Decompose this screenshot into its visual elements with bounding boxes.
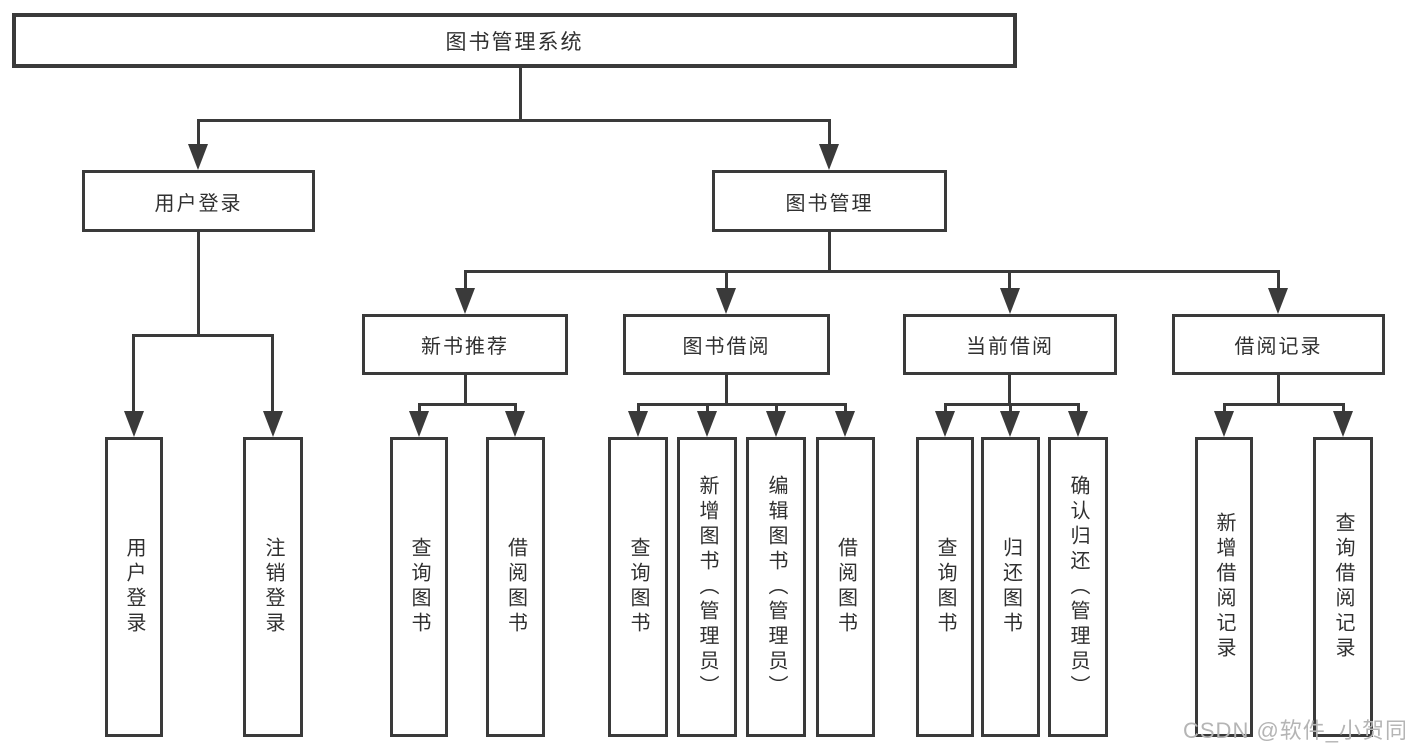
arrow-down-icon	[1000, 411, 1020, 437]
node-new-book-recommend: 新书推荐	[362, 314, 568, 375]
node-label: 图书管理	[785, 192, 874, 215]
node-label: 图书借阅	[682, 336, 771, 358]
leaf-add-borrow-record: 新增借阅记录	[1195, 437, 1253, 737]
leaf-user-login: 用户登录	[105, 437, 163, 737]
arrow-down-icon	[1333, 411, 1353, 437]
arrow-down-icon	[935, 411, 955, 437]
node-current-borrowing: 当前借阅	[903, 314, 1117, 375]
leaf-add-books-admin: 新增图书（管理员）	[677, 437, 737, 737]
arrow-down-icon	[697, 411, 717, 437]
connector-line	[1008, 270, 1011, 292]
connector-line	[271, 334, 274, 420]
arrow-down-icon	[835, 411, 855, 437]
node-label: 借阅记录	[1234, 336, 1323, 358]
leaf-return-books: 归还图书	[981, 437, 1040, 737]
node-label: 确认归还（管理员）	[1067, 474, 1089, 700]
arrow-down-icon	[819, 144, 839, 170]
node-library-system: 图书管理系统	[12, 13, 1017, 68]
arrow-down-icon	[1268, 288, 1288, 314]
connector-line	[775, 403, 778, 415]
csdn-watermark: CSDN @软件_小贺同学	[1183, 718, 1405, 743]
node-label: 编辑图书（管理员）	[765, 474, 787, 700]
connector-line	[197, 119, 200, 151]
arrow-down-icon	[263, 411, 283, 437]
arrow-down-icon	[1068, 411, 1088, 437]
connector-line	[197, 119, 831, 122]
leaf-logout: 注销登录	[243, 437, 303, 737]
leaf-borrow-books-recommend: 借阅图书	[486, 437, 545, 737]
connector-line	[828, 119, 831, 151]
arrow-down-icon	[716, 288, 736, 314]
arrow-down-icon	[409, 411, 429, 437]
connector-line	[1342, 403, 1345, 415]
node-label: 当前借阅	[966, 336, 1054, 358]
node-label: 用户登录	[154, 192, 243, 215]
connector-line	[944, 403, 1080, 406]
node-label: 查询图书	[627, 537, 649, 637]
connector-line	[1009, 403, 1012, 415]
connector-line	[519, 68, 522, 122]
arrow-down-icon	[455, 288, 475, 314]
leaf-query-books-recommend: 查询图书	[390, 437, 448, 737]
node-label: 借阅图书	[504, 537, 527, 637]
connector-line	[706, 403, 709, 415]
connector-line	[132, 334, 274, 337]
connector-line	[197, 232, 200, 337]
connector-line	[637, 403, 640, 415]
connector-line	[1223, 403, 1226, 415]
connector-line	[1277, 270, 1280, 292]
connector-line	[418, 403, 421, 415]
node-label: 归还图书	[999, 537, 1022, 637]
node-label: 借阅图书	[834, 537, 857, 637]
connector-line	[1077, 403, 1080, 415]
connector-line	[1008, 375, 1011, 406]
connector-line	[637, 403, 847, 406]
connector-line	[514, 403, 517, 415]
connector-line	[1277, 375, 1280, 406]
leaf-query-books-borrowing: 查询图书	[608, 437, 668, 737]
arrow-down-icon	[188, 144, 208, 170]
leaf-edit-books-admin: 编辑图书（管理员）	[746, 437, 806, 737]
node-borrowing-records: 借阅记录	[1172, 314, 1385, 375]
connector-line	[725, 270, 728, 292]
arrow-down-icon	[766, 411, 786, 437]
connector-line	[944, 403, 947, 415]
leaf-borrow-books: 借阅图书	[816, 437, 875, 737]
connector-line	[464, 375, 467, 406]
connector-line	[132, 334, 135, 420]
arrow-down-icon	[1214, 411, 1234, 437]
node-label: 新书推荐	[421, 336, 509, 358]
node-label: 新增图书（管理员）	[696, 474, 718, 700]
arrow-down-icon	[505, 411, 525, 437]
connector-line	[844, 403, 847, 415]
node-user-login: 用户登录	[82, 170, 315, 232]
connector-line	[464, 270, 467, 292]
leaf-query-borrow-record: 查询借阅记录	[1313, 437, 1373, 737]
connector-line	[725, 375, 728, 406]
arrow-down-icon	[124, 411, 144, 437]
connector-line	[418, 403, 517, 406]
leaf-confirm-return-admin: 确认归还（管理员）	[1048, 437, 1108, 737]
arrow-down-icon	[1000, 288, 1020, 314]
node-book-management: 图书管理	[712, 170, 947, 232]
node-label: 查询图书	[934, 537, 956, 637]
leaf-query-books-current: 查询图书	[916, 437, 974, 737]
node-label: 查询图书	[408, 537, 430, 637]
node-label: 查询借阅记录	[1332, 512, 1354, 662]
arrow-down-icon	[628, 411, 648, 437]
connector-line	[1223, 403, 1345, 406]
connector-line	[464, 270, 1280, 273]
connector-line	[828, 232, 831, 273]
node-label: 新增借阅记录	[1213, 512, 1235, 662]
node-label: 注销登录	[262, 537, 284, 637]
node-label: 用户登录	[123, 537, 145, 637]
node-label: 图书管理系统	[445, 30, 584, 54]
node-book-borrowing: 图书借阅	[623, 314, 830, 375]
